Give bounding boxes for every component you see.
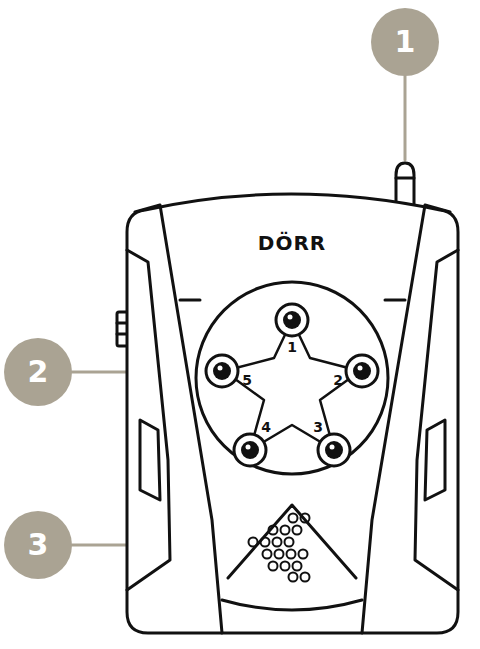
led-number: 2 — [333, 373, 343, 387]
device-housing — [127, 194, 458, 633]
speaker-hole — [263, 550, 272, 559]
antenna — [396, 177, 414, 180]
callout-circle: 3 — [4, 511, 72, 579]
led — [234, 434, 266, 466]
housing-detail — [228, 505, 356, 578]
leader-line — [404, 76, 407, 160]
speaker-hole — [281, 526, 290, 535]
speaker-hole — [249, 538, 258, 547]
callout-number: 2 — [28, 357, 49, 387]
led — [276, 304, 308, 336]
speaker-hole — [261, 538, 270, 547]
led-group — [206, 304, 378, 466]
speaker-hole — [293, 562, 302, 571]
housing-slot — [140, 420, 160, 500]
led — [318, 434, 350, 466]
star-outline — [224, 320, 360, 450]
callout-circle: 1 — [371, 8, 439, 76]
speaker-hole — [269, 562, 278, 571]
led-number: 5 — [242, 373, 252, 387]
antenna — [396, 163, 414, 205]
speaker-hole — [299, 550, 308, 559]
housing-slot — [425, 420, 445, 500]
speaker-hole — [289, 514, 298, 523]
housing-detail — [222, 600, 362, 610]
speaker-hole — [273, 538, 282, 547]
speaker-hole — [301, 573, 310, 582]
speaker-hole — [289, 573, 298, 582]
housing-panel — [415, 250, 458, 590]
callout-number: 1 — [395, 27, 416, 57]
led-number: 3 — [313, 420, 323, 434]
speaker-hole — [287, 550, 296, 559]
speaker-hole — [269, 526, 278, 535]
led-number: 1 — [287, 340, 297, 354]
led — [346, 355, 378, 387]
callout-number: 3 — [28, 530, 49, 560]
speaker-hole — [301, 514, 310, 523]
speaker-grille — [249, 514, 310, 582]
led — [206, 355, 238, 387]
speaker-hole — [281, 562, 290, 571]
led-disk — [196, 282, 388, 474]
callout-circle: 2 — [4, 338, 72, 406]
led-number: 4 — [261, 420, 271, 434]
speaker-hole — [293, 526, 302, 535]
housing-panel — [127, 250, 170, 590]
brand-name: DÖRR — [258, 233, 326, 253]
speaker-hole — [285, 538, 294, 547]
speaker-hole — [275, 550, 284, 559]
